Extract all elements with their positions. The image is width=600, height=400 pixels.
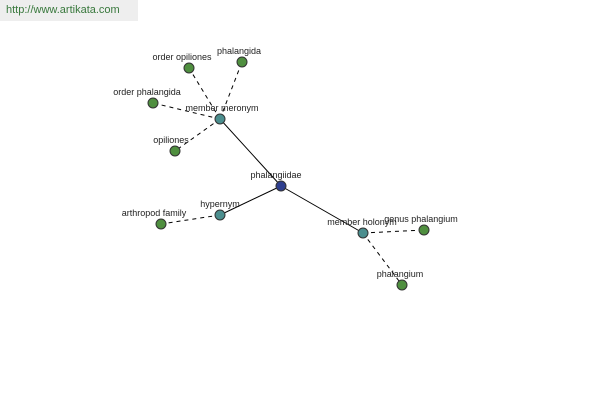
label-hypernym[interactable]: hypernym [200,199,240,209]
node-phalangiidae[interactable] [275,180,287,192]
edge-center-member-holonym [280,185,364,234]
label-genus-phalangium[interactable]: genus phalangium [384,214,458,224]
edge-hypernym-arthropod-family [160,214,221,225]
edge-meronym-order-phalangida [152,102,221,120]
node-member-meronym[interactable] [214,113,226,125]
node-phalangium[interactable] [396,279,408,291]
edge-meronym-order-opiliones [188,67,221,120]
label-order-phalangida[interactable]: order phalangida [113,87,181,97]
node-opiliones[interactable] [169,145,181,157]
label-order-opiliones[interactable]: order opiliones [152,52,212,62]
label-arthropod-family[interactable]: arthropod family [122,208,187,218]
edge-holonym-genus-phalangium [362,229,425,234]
site-url[interactable]: http://www.artikata.com [0,0,138,21]
node-order-opiliones[interactable] [183,62,195,74]
node-order-phalangida[interactable] [147,97,159,109]
edge-center-member-meronym [219,118,282,187]
label-member-holonym[interactable]: member holonym [327,217,397,227]
edge-center-hypernym [219,185,282,216]
label-phalangiidae[interactable]: phalangiidae [250,170,301,180]
label-opiliones[interactable]: opiliones [153,135,189,145]
label-member-meronym[interactable]: member meronym [185,103,258,113]
label-phalangida[interactable]: phalangida [217,46,261,56]
node-phalangida[interactable] [236,56,248,68]
edge-meronym-phalangida [219,61,243,120]
edge-meronym-opiliones [174,118,221,152]
node-member-holonym[interactable] [357,227,369,239]
label-phalangium[interactable]: phalangium [377,269,424,279]
node-arthropod-family[interactable] [155,218,167,230]
node-hypernym[interactable] [214,209,226,221]
edge-holonym-phalangium [362,232,403,286]
node-genus-phalangium[interactable] [418,224,430,236]
